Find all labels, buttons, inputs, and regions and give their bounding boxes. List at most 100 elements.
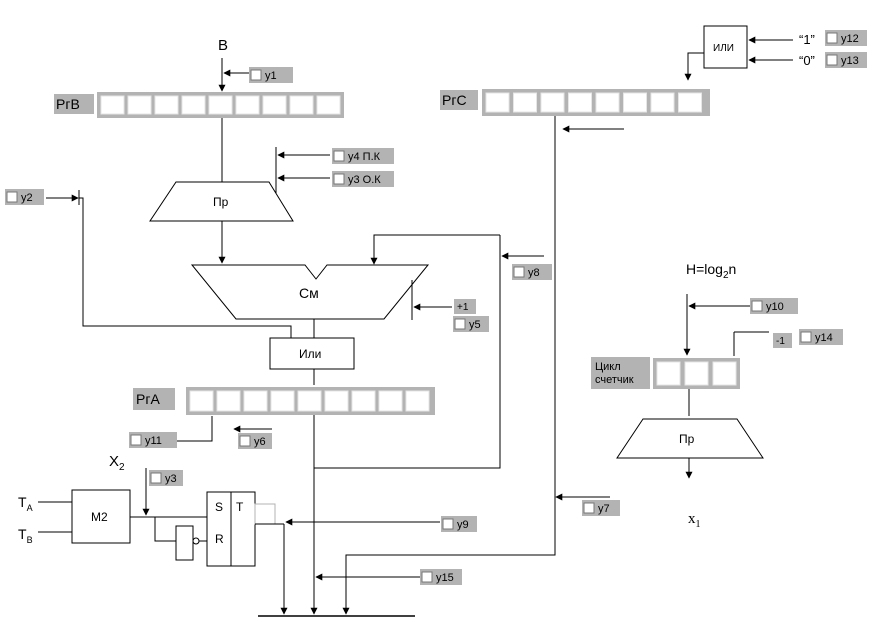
register-rga-label-bg — [133, 388, 175, 410]
checkbox-icon — [454, 318, 466, 330]
counter-label-line1: Цикл — [595, 361, 621, 373]
register-rgc-cell — [513, 92, 537, 113]
register-rga-cell — [324, 390, 349, 412]
register-rgb-label: РгВ — [56, 96, 80, 112]
trigger-r-label: R — [215, 532, 224, 546]
signal-tag-y1: y1 — [249, 67, 293, 83]
signal-tag-label: y1 — [265, 70, 277, 82]
register-rgc-cell — [650, 92, 675, 113]
output-x1: x1 — [688, 511, 701, 530]
signal-tag-bg — [332, 171, 394, 187]
signal-tag-y2: y2 — [5, 189, 44, 205]
counter-label-line2: счетчик — [595, 374, 634, 386]
signal-tag-bg — [332, 148, 394, 164]
signal-tag-y15: y15 — [420, 569, 462, 585]
checkbox-icon — [826, 32, 838, 44]
h-formula: H=log2n — [686, 261, 736, 281]
checkbox-icon — [421, 571, 433, 583]
register-rgc-cell — [623, 92, 647, 113]
minus1-tag: -1 — [773, 333, 792, 348]
signal-tag-label: y15 — [436, 572, 454, 584]
signal-tag-label: y7 — [598, 503, 610, 515]
signal-tag-label: y3 — [165, 473, 177, 485]
ili-main-block — [269, 337, 355, 370]
register-rgc-cell — [540, 92, 565, 113]
register-rga-cell — [270, 390, 295, 412]
inverter-bubble — [192, 537, 200, 545]
checkbox-icon — [442, 518, 454, 530]
signal-tag-label: y10 — [766, 301, 784, 313]
signal-tag-y5: y5 — [453, 316, 489, 332]
ili-main-label: Или — [299, 347, 321, 361]
output-x2: X2 — [109, 453, 125, 473]
signal-tag-y9: y9 — [441, 516, 477, 532]
sm-adder-block — [190, 264, 430, 320]
checkbox-icon — [130, 434, 142, 446]
register-rga: РгА — [133, 387, 435, 415]
register-rga-cell — [243, 390, 268, 412]
signal-tag-y8: y8 — [512, 264, 552, 280]
checkbox-icon — [800, 331, 812, 343]
signal-tag-label: y6 — [254, 436, 266, 448]
checkbox-icon — [333, 150, 345, 162]
register-rgc-cell — [595, 92, 620, 113]
register-rgb-cell — [154, 95, 179, 115]
signal-tag-y6: y6 — [238, 433, 272, 449]
signal-tag-label: y8 — [528, 267, 540, 279]
register-rgb-cell — [208, 95, 233, 115]
inverter-block — [175, 525, 194, 561]
register-rga-cell — [405, 390, 430, 412]
input-b-label: B — [218, 37, 228, 54]
pr-right-label: Пр — [679, 432, 695, 446]
register-rga-cell — [216, 390, 241, 412]
signal-tag-y7: y7 — [582, 500, 620, 516]
register-rgb: РгВ — [54, 92, 344, 118]
pr-right-block — [616, 418, 764, 459]
signal-tag-label: y2 — [21, 192, 33, 204]
plus1-tag: +1 — [454, 299, 476, 314]
minus1-tag-bg — [773, 333, 792, 348]
trigger-output-cell — [254, 503, 276, 525]
plus1-tag-label: +1 — [457, 302, 469, 313]
signal-tag-label: y11 — [145, 435, 162, 447]
input-tb: TB — [18, 526, 33, 545]
register-rgb-cell — [262, 95, 287, 115]
ili-top-to-rgc-arrow — [684, 52, 704, 81]
register-rgb-cell — [100, 95, 125, 115]
register-rgc-cell — [485, 92, 510, 113]
trigger-s-label: S — [215, 500, 223, 514]
register-rgc-label: РгС — [442, 92, 467, 108]
checkbox-icon — [239, 435, 251, 447]
register-rgb-cell — [235, 95, 260, 115]
signal-tag-label: y4 П.К — [348, 151, 381, 163]
signal-tag-y4: y4 П.К — [332, 148, 394, 164]
register-rgb-cell — [289, 95, 314, 115]
y2-to-ili-line — [79, 197, 292, 338]
checkbox-icon — [583, 502, 595, 514]
m2-block — [71, 489, 131, 544]
counter-cell — [684, 361, 709, 386]
signal-tag-label: y14 — [815, 332, 833, 344]
signal-tag-y13: y13 — [825, 52, 867, 68]
checkbox-icon — [513, 266, 525, 278]
register-rgc-cell — [568, 92, 592, 113]
checkbox-icon — [333, 173, 345, 185]
signal-tag-y14: y14 — [799, 329, 843, 345]
register-rga-label: РгА — [136, 391, 160, 407]
input-ta: TA — [18, 494, 33, 513]
register-rgb-cell — [316, 95, 341, 115]
register-rga-cell — [189, 390, 214, 412]
sm-label: См — [299, 285, 319, 301]
signal-tag-y3-trigger: y3 — [149, 470, 183, 486]
signal-tag-label: y13 — [841, 55, 859, 67]
signal-tag-label: y3 О.К — [348, 174, 381, 186]
checkbox-icon — [751, 300, 763, 312]
input-one-label: “1” — [799, 32, 815, 47]
signal-tag-y12: y12 — [825, 30, 867, 46]
m2-label: М2 — [91, 510, 108, 524]
ili-top-block — [703, 25, 748, 69]
pr-main-block — [149, 181, 294, 222]
counter-cell — [712, 361, 737, 386]
